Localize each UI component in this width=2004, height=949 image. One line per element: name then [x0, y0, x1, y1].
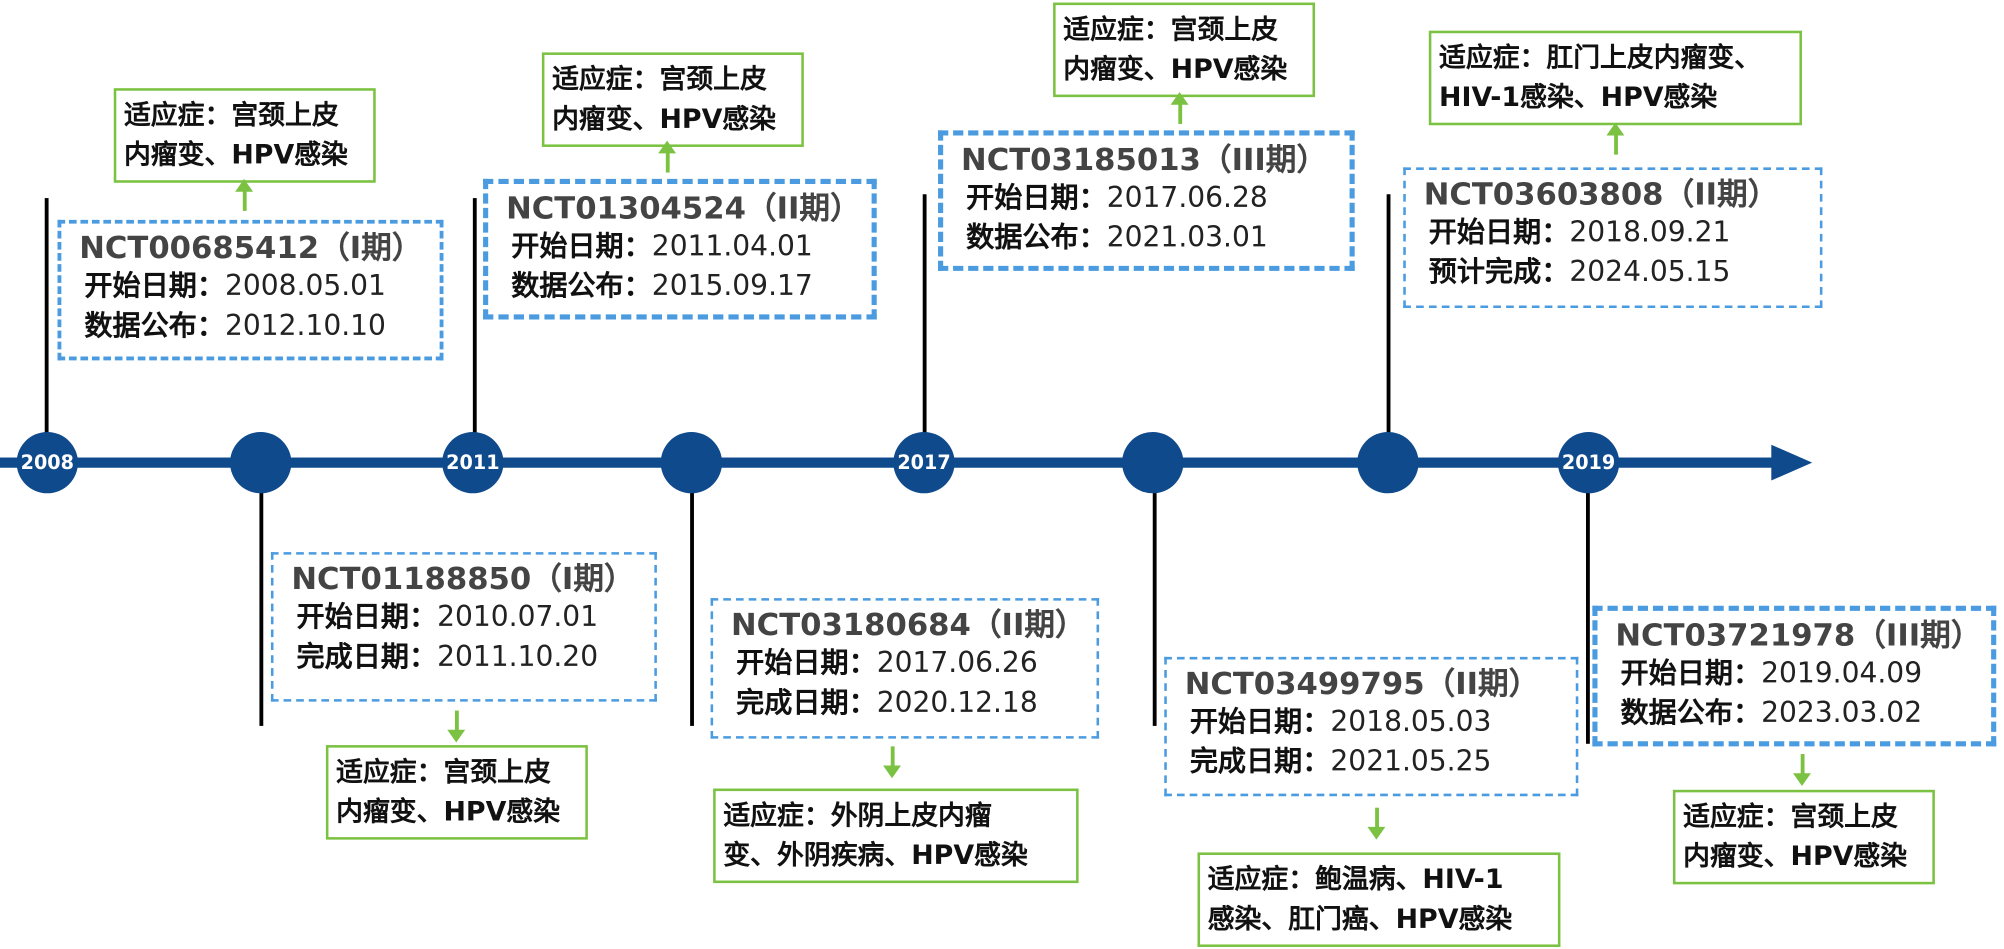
- row-value: 2010.07.01: [437, 601, 599, 634]
- row-label: 数据公布：: [966, 222, 1107, 255]
- row-label: 开始日期：: [84, 270, 225, 303]
- row-value: 2019.04.09: [1761, 658, 1923, 691]
- trial-card: NCT03180684（II期） 开始日期：2017.06.26 完成日期：20…: [710, 598, 1100, 739]
- timeline-node: [1122, 431, 1184, 494]
- row-value: 2020.12.18: [876, 687, 1038, 720]
- timeline-node: [660, 431, 723, 494]
- trial-id: NCT03603808: [1423, 176, 1664, 213]
- timeline-axis: [0, 457, 1777, 468]
- row-value: 2021.03.01: [1106, 222, 1268, 255]
- connector-line: [259, 462, 264, 726]
- trial-phase: （I期）: [531, 561, 635, 597]
- row-value: 2018.09.21: [1569, 217, 1731, 250]
- timeline-node: [1357, 431, 1419, 494]
- row-label: 开始日期：: [296, 601, 438, 634]
- timeline-arrow-icon: [1771, 444, 1813, 481]
- year-node: 2011: [442, 431, 504, 494]
- trial-phase: （II期）: [970, 607, 1086, 643]
- row-value: 2017.06.28: [1106, 182, 1268, 215]
- trial-phase: （III期）: [1200, 141, 1328, 178]
- trial-phase: （II期）: [1663, 176, 1779, 213]
- trial-card: NCT03603808（II期） 开始日期：2018.09.21 预计完成：20…: [1403, 167, 1823, 308]
- trial-card: NCT03721978（III期） 开始日期：2019.04.09 数据公布：2…: [1592, 605, 1997, 747]
- connector-line: [922, 194, 927, 463]
- trial-card: NCT01304524（II期） 开始日期：2011.04.01 数据公布：20…: [483, 178, 877, 320]
- connector-line: [472, 198, 477, 463]
- row-label: 完成日期：: [296, 641, 438, 674]
- row-value: 2024.05.15: [1569, 256, 1731, 289]
- row-label: 数据公布：: [511, 270, 652, 303]
- row-value: 2018.05.03: [1330, 706, 1492, 739]
- trial-id: NCT01188850: [291, 561, 532, 597]
- indication-box: 适应症：肛门上皮内瘤变、HIV-1感染、HPV感染: [1428, 30, 1802, 126]
- year-node: 2017: [893, 431, 955, 494]
- row-label: 完成日期：: [1189, 746, 1331, 779]
- trial-card: NCT01188850（I期） 开始日期：2010.07.01 完成日期：201…: [270, 552, 657, 702]
- indication-box: 适应症：宫颈上皮内瘤变、HPV感染: [1672, 789, 1935, 885]
- row-label: 完成日期：: [736, 687, 877, 720]
- row-value: 2012.10.10: [224, 310, 386, 343]
- row-label: 开始日期：: [1620, 658, 1762, 691]
- row-label: 数据公布：: [84, 310, 225, 343]
- indication-box: 适应症：宫颈上皮内瘤变、HPV感染: [541, 52, 804, 147]
- trial-id: NCT03721978: [1615, 617, 1856, 654]
- indication-box: 适应症：宫颈上皮内瘤变、HPV感染: [325, 745, 588, 840]
- row-label: 开始日期：: [966, 182, 1107, 215]
- row-label: 开始日期：: [1189, 706, 1331, 739]
- indication-box: 适应症：外阴上皮内瘤变、外阴疾病、HPV感染: [713, 788, 1079, 884]
- connector-line: [1152, 462, 1157, 726]
- trial-card: NCT03185013（III期） 开始日期：2017.06.28 数据公布：2…: [938, 130, 1355, 271]
- trial-phase: （II期）: [1424, 665, 1540, 702]
- row-value: 2023.03.02: [1761, 697, 1923, 730]
- indication-box: 适应症：宫颈上皮内瘤变、HPV感染: [1053, 2, 1316, 98]
- connector-line: [690, 462, 694, 726]
- row-label: 数据公布：: [1620, 697, 1762, 730]
- row-label: 开始日期：: [511, 231, 652, 264]
- connector-line: [1585, 462, 1590, 744]
- row-value: 2015.09.17: [651, 270, 813, 303]
- year-node: 2008: [16, 431, 78, 494]
- trial-phase: （I期）: [319, 230, 423, 266]
- row-value: 2017.06.26: [876, 647, 1038, 680]
- trial-phase: （II期）: [745, 190, 861, 227]
- trial-id: NCT00685412: [79, 230, 320, 266]
- year-node: 2019: [1557, 431, 1620, 494]
- timeline-node: [230, 431, 292, 494]
- trial-card: NCT03499795（II期） 开始日期：2018.05.03 完成日期：20…: [1164, 656, 1579, 797]
- trial-phase: （III期）: [1855, 617, 1982, 654]
- row-value: 2008.05.01: [224, 270, 386, 303]
- indication-box: 适应症：宫颈上皮内瘤变、HPV感染: [113, 88, 376, 183]
- trial-id: NCT03499795: [1184, 665, 1425, 702]
- trial-id: NCT03180684: [731, 607, 971, 643]
- row-value: 2011.04.01: [651, 231, 813, 264]
- connector-line: [1386, 194, 1391, 463]
- row-value: 2021.05.25: [1330, 746, 1492, 779]
- trial-id: NCT03185013: [961, 141, 1201, 178]
- trial-card: NCT00685412（I期） 开始日期：2008.05.01 数据公布：201…: [57, 219, 444, 361]
- row-value: 2011.10.20: [437, 641, 599, 674]
- connector-line: [44, 198, 49, 463]
- row-label: 开始日期：: [1428, 217, 1570, 250]
- trial-id: NCT01304524: [506, 190, 746, 227]
- row-label: 开始日期：: [736, 647, 877, 680]
- row-label: 预计完成：: [1428, 256, 1570, 289]
